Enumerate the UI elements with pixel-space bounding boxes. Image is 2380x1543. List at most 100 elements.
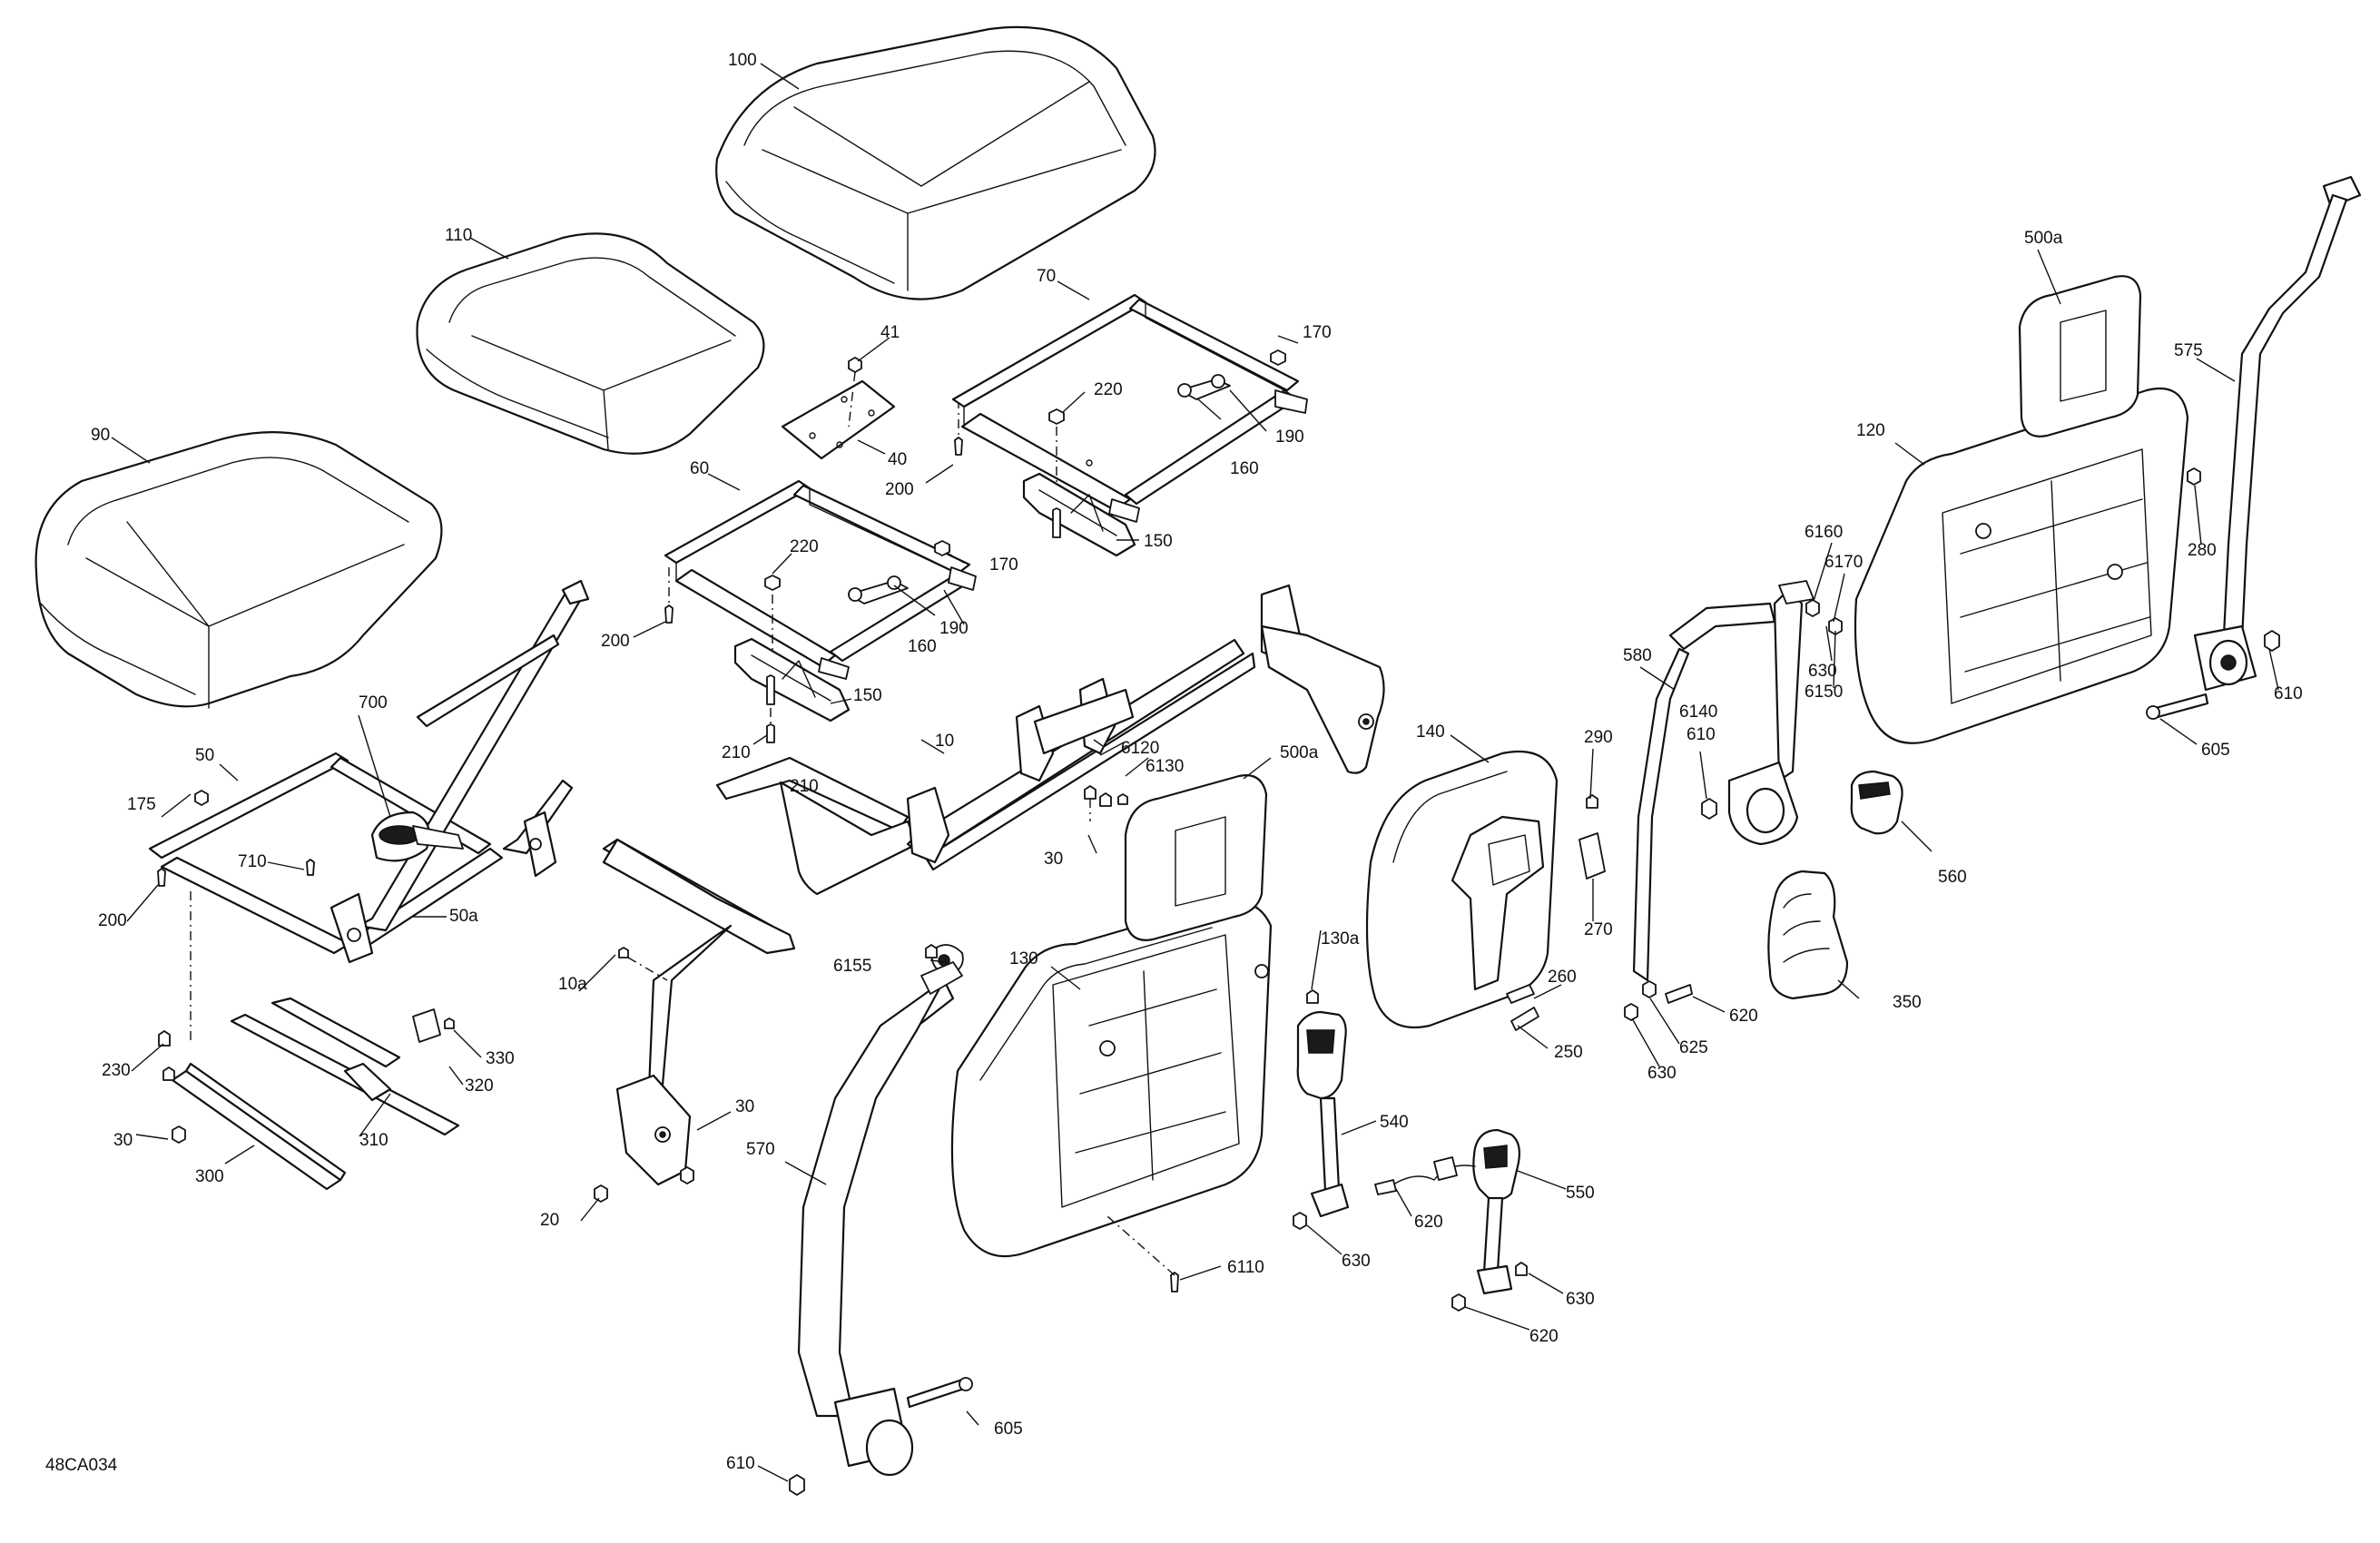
- callout-10: 10: [935, 732, 954, 751]
- callout-160-mid: 160: [908, 637, 937, 656]
- callout-6130: 6130: [1146, 757, 1184, 776]
- buckle-560: [1850, 770, 1903, 835]
- slide-rail-310: [230, 997, 460, 1136]
- screw-200-left: [664, 567, 674, 624]
- callout-130a: 130a: [1321, 929, 1360, 948]
- callout-605-a: 605: [994, 1420, 1023, 1439]
- callout-70: 70: [1037, 267, 1056, 286]
- callout-110: 110: [445, 226, 472, 245]
- callout-175: 175: [127, 795, 156, 814]
- callout-540: 540: [1380, 1113, 1409, 1132]
- headrest-500a-mid: [1099, 774, 1268, 941]
- bracket-150-mid: [733, 637, 851, 743]
- callout-610-c: 610: [2274, 684, 2303, 703]
- callout-190-top: 190: [1275, 428, 1304, 447]
- callout-230: 230: [102, 1061, 131, 1080]
- seat-cushion-90: [34, 431, 443, 709]
- callout-160-top: 160: [1230, 459, 1259, 478]
- callout-6160: 6160: [1805, 523, 1843, 542]
- callout-620-c: 620: [1729, 1007, 1758, 1026]
- callout-550: 550: [1566, 1184, 1595, 1203]
- callout-6140: 6140: [1679, 703, 1717, 722]
- callout-170-top: 170: [1303, 323, 1332, 342]
- callout-20: 20: [540, 1211, 559, 1230]
- bracket-150-top: [1022, 472, 1136, 557]
- callout-41: 41: [880, 323, 900, 342]
- buckle-550: [1374, 1128, 1528, 1312]
- callout-625: 625: [1679, 1038, 1708, 1057]
- callout-140: 140: [1416, 722, 1445, 742]
- callout-90: 90: [91, 426, 110, 445]
- seat-belt-570: [789, 944, 973, 1496]
- headrest-500a-top: [2018, 275, 2142, 437]
- callout-610-b: 610: [1687, 725, 1716, 744]
- callout-575: 575: [2174, 341, 2203, 360]
- callout-570: 570: [746, 1140, 775, 1159]
- seat-cushion-110: [416, 232, 765, 455]
- slide-rail-300: [158, 1030, 347, 1191]
- callout-150-mid: 150: [853, 686, 882, 705]
- cover-plate-40: [781, 357, 896, 460]
- callout-220-top: 220: [1094, 380, 1123, 399]
- callout-630-a: 630: [1342, 1252, 1371, 1271]
- callout-220-mid: 220: [790, 537, 819, 556]
- callout-605-b: 605: [2201, 741, 2230, 760]
- callout-6120: 6120: [1121, 739, 1159, 758]
- callout-300: 300: [195, 1167, 224, 1186]
- side-arm-10a: [602, 838, 796, 1186]
- callout-130: 130: [1009, 949, 1038, 968]
- cover-350: [1767, 870, 1849, 1000]
- callout-50a: 50a: [449, 907, 478, 926]
- leader-lines: [111, 63, 2279, 1482]
- seat-belt-580: [1632, 580, 1815, 982]
- callout-30-arm: 30: [735, 1097, 754, 1116]
- callout-6150: 6150: [1805, 683, 1843, 702]
- seat-back-120: [1854, 387, 2189, 744]
- callout-610-a: 610: [726, 1454, 755, 1473]
- callout-630-b: 630: [1566, 1290, 1595, 1309]
- callout-710: 710: [238, 852, 267, 871]
- figure-code: 48CA034: [45, 1456, 118, 1475]
- callout-6110: 6110: [1227, 1258, 1264, 1277]
- callout-6155: 6155: [833, 957, 871, 976]
- seat-cushion-100: [715, 25, 1156, 300]
- callout-250: 250: [1554, 1043, 1583, 1062]
- callout-210-b: 210: [790, 777, 819, 796]
- callout-350: 350: [1893, 993, 1922, 1012]
- callout-260: 260: [1548, 968, 1577, 987]
- callout-30-mid: 30: [1044, 850, 1063, 869]
- callout-500a-top: 500a: [2024, 229, 2063, 248]
- callout-10a: 10a: [558, 975, 587, 994]
- callout-320: 320: [465, 1076, 494, 1096]
- seat-back-140: [1365, 750, 1606, 1029]
- callout-270: 270: [1584, 920, 1613, 939]
- screw-200-top: [954, 399, 963, 456]
- callout-6170: 6170: [1824, 553, 1863, 572]
- callout-30-left: 30: [113, 1131, 133, 1150]
- callout-labels: 100 110 90 41 40 200 70 170 220 190 160 …: [91, 51, 2303, 1473]
- callout-700: 700: [359, 693, 388, 713]
- callout-200-left: 200: [601, 632, 630, 651]
- slider-frame-70: [951, 293, 1308, 523]
- callout-190-mid: 190: [939, 619, 969, 638]
- callout-150-top: 150: [1144, 532, 1173, 551]
- callout-630-c: 630: [1808, 662, 1837, 681]
- callout-560: 560: [1938, 868, 1967, 887]
- callout-50: 50: [195, 746, 214, 765]
- cross-frame-10: [715, 584, 1385, 896]
- callout-580: 580: [1623, 646, 1652, 665]
- seat-belt-575: [2146, 175, 2362, 720]
- callout-630-d: 630: [1647, 1064, 1677, 1083]
- callout-60: 60: [690, 459, 709, 478]
- callout-620-b: 620: [1529, 1327, 1559, 1346]
- seat-back-130: [950, 899, 1273, 1258]
- callout-310: 310: [359, 1131, 388, 1150]
- buckle-540: [1293, 989, 1350, 1230]
- slider-frame-60: [664, 479, 977, 680]
- callout-280: 280: [2188, 541, 2217, 560]
- callout-200-far-left: 200: [98, 911, 127, 930]
- callout-210-a: 210: [722, 743, 751, 762]
- callout-100: 100: [728, 51, 757, 70]
- callout-500a-mid: 500a: [1280, 743, 1319, 762]
